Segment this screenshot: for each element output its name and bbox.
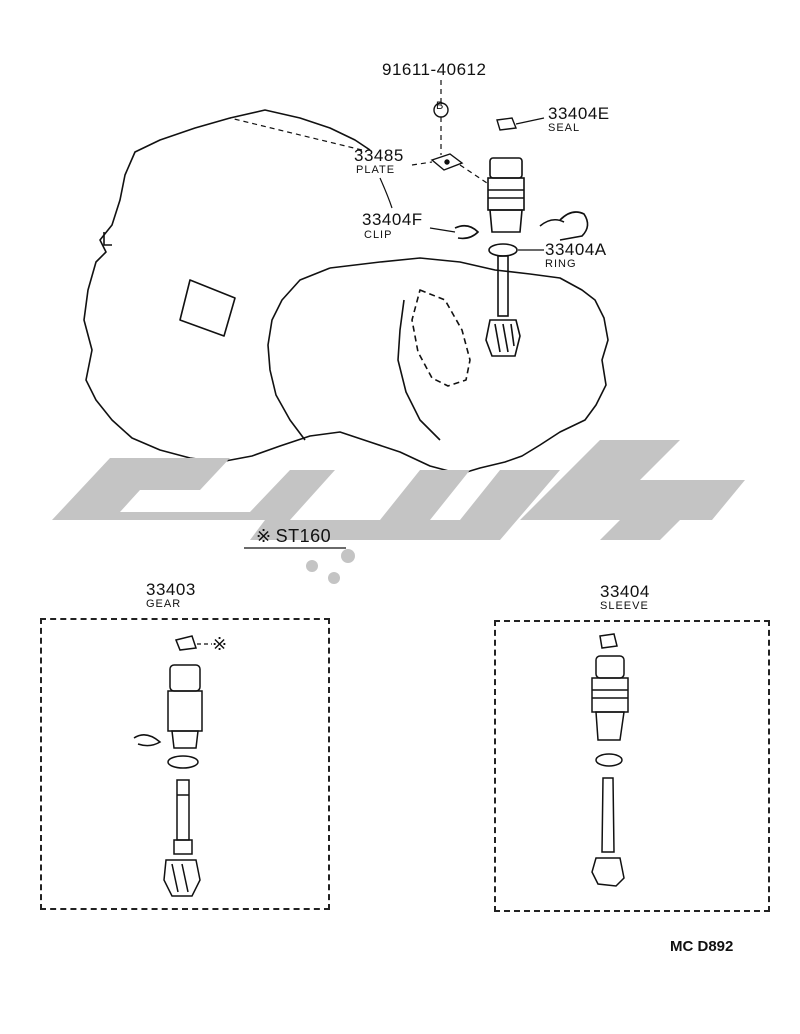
sleeve-ring-box xyxy=(595,753,623,767)
note-symbol: ※ xyxy=(256,526,272,546)
shift-lever xyxy=(559,211,589,241)
sleeve-box-part-number: 33404 xyxy=(600,582,650,601)
clip-part-number: 33404F xyxy=(362,210,423,229)
seal-part-name: SEAL xyxy=(548,122,581,134)
gear-ring-box xyxy=(167,755,199,769)
bell-housing-inner xyxy=(267,267,331,441)
gear-box-part-name: GEAR xyxy=(146,598,182,610)
plate-part xyxy=(430,153,464,171)
seal-part xyxy=(496,117,517,131)
plate-part-number: 33485 xyxy=(354,146,404,165)
ring-installed xyxy=(488,243,518,257)
housing-left-ridge xyxy=(103,232,112,246)
case-window xyxy=(179,279,236,337)
gear-teeth xyxy=(485,319,521,357)
gear-teeth-box xyxy=(163,859,201,897)
model-note: ※ST160 xyxy=(256,526,331,547)
gear-box-part-number: 33403 xyxy=(146,580,196,599)
gear-seal-box xyxy=(174,635,198,651)
sleeve-lower xyxy=(489,209,523,233)
sleeve-box-part-name: SLEEVE xyxy=(600,600,649,612)
diagram-code: MC D892 xyxy=(670,938,734,955)
ring-part-number: 33404A xyxy=(545,240,607,259)
clip-installed xyxy=(454,224,480,240)
bell-housing-outline xyxy=(329,257,609,475)
clip-part-name: CLIP xyxy=(364,229,393,241)
transmission-case-outline xyxy=(83,109,461,475)
plate-part-name: PLATE xyxy=(356,164,396,176)
seal-part-number: 33404E xyxy=(548,104,610,123)
case-cutout xyxy=(411,289,471,387)
sleeve-body xyxy=(487,177,525,211)
ring-part-name: RING xyxy=(545,258,577,270)
watermark-logo xyxy=(52,440,745,584)
bolt-part-number: 91611-40612 xyxy=(382,60,487,79)
bolt-marker-letter: B xyxy=(436,100,444,112)
sleeve-shaft-box xyxy=(601,777,615,853)
gear-assembly-box xyxy=(40,618,330,910)
note-model: ST160 xyxy=(275,526,332,546)
sleeve-top xyxy=(489,157,523,179)
gear-shaft xyxy=(497,255,509,317)
sleeve-assembly-box xyxy=(494,620,770,912)
sleeve-seal-box xyxy=(599,633,618,649)
case-rib xyxy=(397,299,441,441)
gear-box-symbol: ※ xyxy=(212,634,228,654)
gear-clip-box xyxy=(133,734,162,747)
